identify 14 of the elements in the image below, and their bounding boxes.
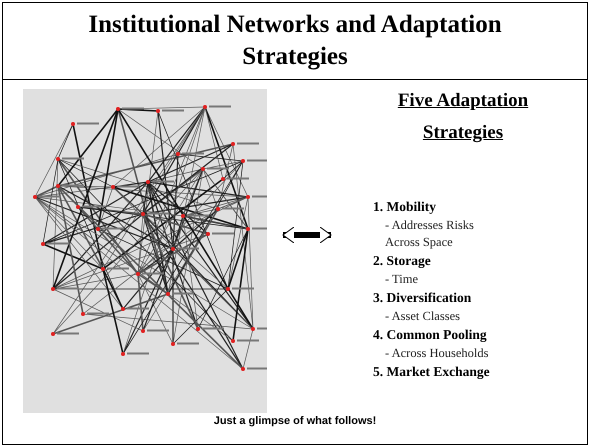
strategy-item: 2. Storage bbox=[373, 252, 432, 270]
list-heading: Five Adaptation Strategies bbox=[396, 89, 530, 145]
strategy-item: 3. Diversification bbox=[373, 289, 472, 307]
caption: Just a glimpse of what follows! bbox=[212, 415, 378, 427]
double-arrow bbox=[282, 226, 332, 244]
strategy-item: 1. Mobility bbox=[373, 198, 437, 216]
strategy-note: - Asset Classes bbox=[385, 308, 461, 325]
strategy-item: 5. Market Exchange bbox=[373, 363, 491, 381]
strategy-note: - Across Households bbox=[385, 345, 490, 362]
network-drawing bbox=[23, 89, 267, 413]
strategy-note: - Time bbox=[385, 271, 420, 288]
strategy-note: - Addresses Risks Across Space bbox=[385, 217, 475, 251]
strategy-item: 4. Common Pooling bbox=[373, 326, 488, 344]
slide-title: Institutional Networks and Adaptation Strategies bbox=[87, 10, 503, 72]
